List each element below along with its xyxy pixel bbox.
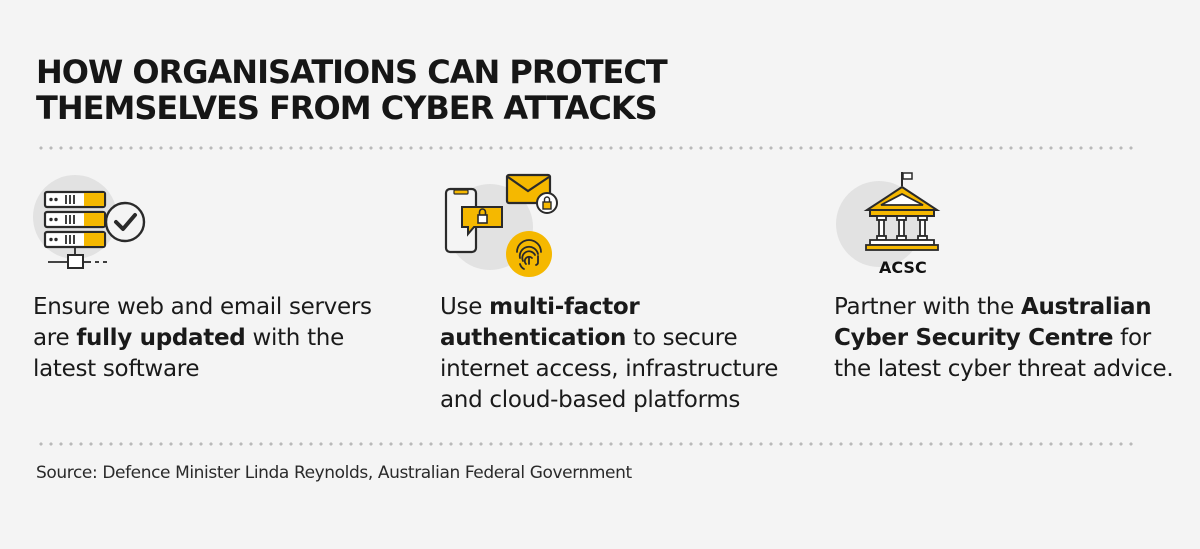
tip-emphasis: Australian Cyber Security Centre [834, 294, 1152, 351]
multi-factor-auth-icon [440, 172, 580, 282]
tip-emphasis: fully updated [76, 325, 246, 351]
tip-mfa: Use multi-factor authentication to secur… [440, 172, 778, 413]
server-check-icon [33, 172, 173, 282]
title-line-1: HOW ORGANISATIONS CAN PROTECT [36, 53, 668, 91]
tip-servers: Ensure web and email servers are fully u… [33, 172, 372, 382]
tip-emphasis: multi-factor authentication [440, 294, 640, 351]
dotted-divider-bottom [36, 442, 1134, 446]
source-note: Source: Defence Minister Linda Reynolds,… [36, 463, 632, 483]
government-building-icon: ACSC [834, 172, 974, 282]
title-line-2: THEMSELVES FROM CYBER ATTACKS [36, 89, 658, 127]
tip-acsc: ACSC Partner with the Australian Cyber S… [834, 172, 1174, 382]
tip-text: Ensure web and email servers are fully u… [33, 294, 372, 382]
tip-text: Partner with the Australian Cyber Securi… [834, 294, 1174, 382]
dotted-divider-top [36, 146, 1134, 150]
tip-text: Use multi-factor authentication to secur… [440, 294, 779, 413]
page-title: HOW ORGANISATIONS CAN PROTECT THEMSELVES… [36, 53, 668, 127]
acsc-label: ACSC [879, 258, 927, 277]
